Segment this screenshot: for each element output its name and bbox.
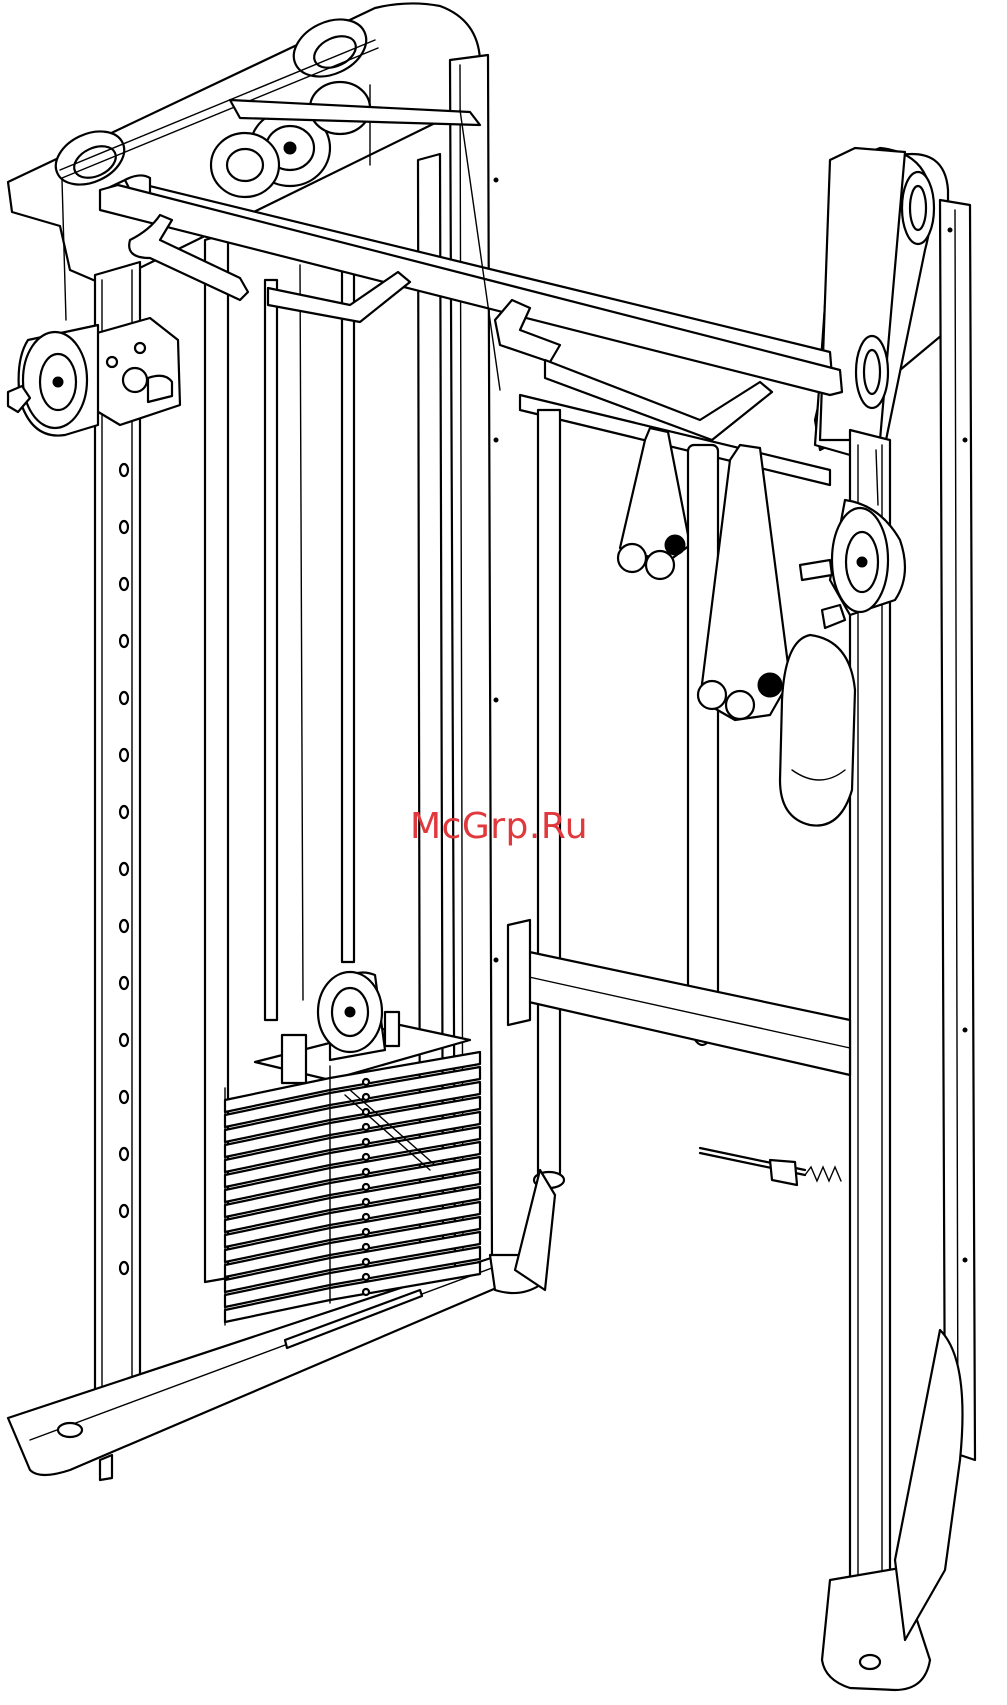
left-pulley-carriage xyxy=(8,318,180,436)
adjustment-hole xyxy=(120,1148,128,1160)
stack-hole xyxy=(363,1124,369,1130)
adjustment-hole xyxy=(120,1091,128,1103)
ankle-cuff xyxy=(780,635,855,826)
long-strap xyxy=(688,445,718,1030)
selector-pin xyxy=(700,1148,841,1185)
stack-hole xyxy=(363,1214,369,1220)
guide-rod-right xyxy=(342,262,354,962)
watermark-text: McGrp.Ru xyxy=(410,806,588,847)
stack-holes xyxy=(363,1079,369,1295)
adjustment-hole xyxy=(120,806,128,818)
stack-hole xyxy=(363,1154,369,1160)
center-grip xyxy=(268,272,410,322)
adjustment-hole xyxy=(120,635,128,647)
stack-hole xyxy=(363,1244,369,1250)
adjustment-hole xyxy=(120,578,128,590)
adjustment-hole xyxy=(120,464,128,476)
stack-hole xyxy=(363,1184,369,1190)
stack-hole xyxy=(363,1139,369,1145)
stack-hole xyxy=(363,1169,369,1175)
adjustment-hole xyxy=(120,920,128,932)
stack-hole xyxy=(363,1289,369,1295)
stack-hole xyxy=(363,1109,369,1115)
adjustment-hole xyxy=(120,1205,128,1217)
guide-rod-left xyxy=(265,280,277,1020)
stack-hole xyxy=(363,1079,369,1085)
stack-hole xyxy=(363,1259,369,1265)
adjustment-hole xyxy=(120,1034,128,1046)
stack-hole xyxy=(363,1274,369,1280)
stack-hole xyxy=(363,1229,369,1235)
stack-hole xyxy=(363,1199,369,1205)
adjustment-hole xyxy=(120,863,128,875)
adjustment-hole xyxy=(120,1262,128,1274)
adjustment-hole xyxy=(120,521,128,533)
stack-hole xyxy=(363,1094,369,1100)
adjustment-hole xyxy=(120,749,128,761)
adjustment-hole xyxy=(120,692,128,704)
adjustment-hole xyxy=(120,977,128,989)
left-adjustment-holes xyxy=(120,464,128,1274)
